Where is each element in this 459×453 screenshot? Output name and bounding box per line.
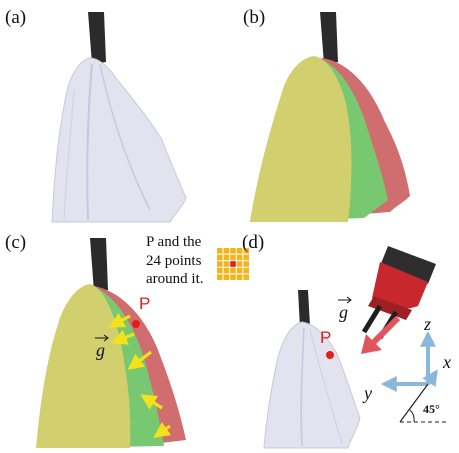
gripper-mount (380, 246, 436, 284)
grid-cell (230, 254, 236, 261)
robot-gripper (361, 246, 436, 340)
grid-cell (217, 248, 223, 254)
grid-cell (223, 274, 230, 280)
panel-label-b: (b) (243, 7, 265, 28)
panel-c: P g P and the 24 points around it. (c) (5, 232, 249, 448)
region-yellow (250, 56, 352, 222)
panel-label-c: (c) (5, 232, 26, 253)
panel-label-a: (a) (5, 7, 26, 28)
gripper-plate (368, 296, 412, 320)
hook-shape (88, 12, 106, 64)
axis-label-z: z (423, 314, 431, 334)
grid-cell (243, 248, 249, 254)
grid-cell (236, 267, 243, 274)
ground-direction (399, 383, 429, 423)
cloth-fold (309, 329, 343, 445)
grid-cell (217, 261, 223, 267)
normal-arrow (111, 329, 135, 345)
grid-cell (217, 254, 223, 261)
grid-cell (243, 261, 249, 267)
note-line: P and the (146, 234, 202, 250)
coordinate-axes: z x y 45° (362, 314, 451, 423)
neighborhood-grid (217, 248, 249, 280)
grid-cell (223, 248, 230, 254)
panel-d: P g z x y 45° (d (242, 232, 451, 449)
grid-cell (223, 254, 230, 261)
grid-cell (243, 254, 249, 261)
cloth-fold (63, 89, 75, 221)
angle-arc (409, 409, 415, 423)
axis-label-x: x (442, 352, 451, 372)
point-p (326, 351, 334, 359)
panel-label-d: (d) (242, 232, 264, 253)
gravity-symbol: g (339, 302, 348, 322)
grid-cell (236, 274, 243, 280)
point-label-p: P (139, 294, 150, 313)
normal-arrow (127, 350, 152, 370)
gripper-body (372, 262, 428, 309)
gravity-arrow (361, 315, 401, 354)
normal-arrow (140, 394, 163, 410)
cloth-shape (51, 57, 187, 223)
note-line: around it. (146, 271, 204, 287)
x-axis (422, 369, 438, 388)
normal-arrow (108, 312, 131, 328)
point-p (132, 320, 140, 328)
grid-cell (223, 261, 230, 267)
angle-label: 45° (423, 402, 440, 416)
grid-cell (236, 248, 243, 254)
region-yellow (36, 284, 131, 448)
gravity-label: g (338, 296, 352, 322)
hook-shape (320, 12, 338, 64)
cloth-fold (99, 63, 151, 211)
gravity-symbol: g (96, 340, 105, 360)
hook-shape (90, 238, 108, 292)
gripper-finger (361, 304, 383, 334)
gravity-label: g (95, 334, 109, 360)
grid-cell (217, 267, 223, 274)
grid-cell (223, 267, 230, 274)
hook-shape (298, 290, 310, 328)
grid-cell (236, 261, 243, 267)
grid-cell (236, 254, 243, 261)
cloth-fold (86, 63, 93, 221)
axis-label-y: y (362, 383, 372, 403)
grid-cell (243, 267, 249, 274)
grid-cell-center (230, 261, 236, 267)
grid-cell (243, 274, 249, 280)
note-line: 24 points (146, 253, 202, 269)
grid-cell (230, 267, 236, 274)
grid-cell (230, 248, 236, 254)
cloth-fold (300, 327, 305, 447)
panel-b: (b) (243, 7, 410, 222)
normal-arrow (153, 422, 172, 438)
grid-cell (217, 274, 223, 280)
grid-cell (230, 274, 236, 280)
cloth-shape (263, 321, 361, 449)
panel-a: (a) (5, 7, 187, 223)
normal-arrows (108, 312, 172, 438)
point-label-p: P (320, 328, 331, 347)
